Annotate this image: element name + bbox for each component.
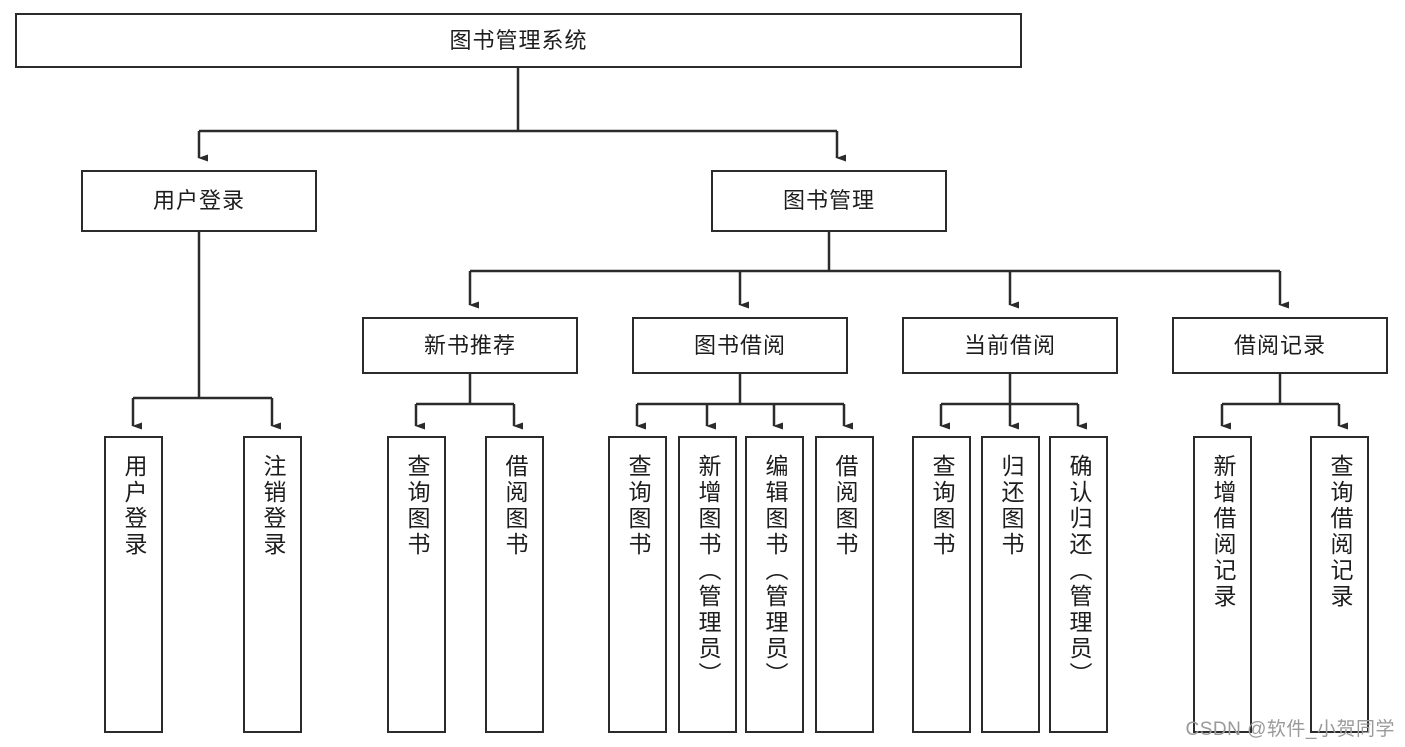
- node-book-manage[interactable]: 图书管理: [711, 170, 947, 232]
- node-new-book-recommend-label: 新书推荐: [423, 332, 516, 358]
- node-current-borrow-label: 当前借阅: [963, 332, 1056, 358]
- leaf-query-record-label: 查询借阅记录: [1327, 454, 1353, 610]
- node-root-system-label: 图书管理系统: [449, 27, 588, 53]
- leaf-add-record-label: 新增借阅记录: [1210, 454, 1236, 610]
- node-borrow-record[interactable]: 借阅记录: [1172, 317, 1388, 374]
- leaf-borrow-book-1-label: 借阅图书: [502, 454, 528, 558]
- leaf-user-login[interactable]: 用户登录: [104, 436, 163, 733]
- leaf-query-book-3[interactable]: 查询图书: [912, 436, 971, 733]
- leaf-return-book[interactable]: 归还图书: [981, 436, 1040, 733]
- node-borrow-record-label: 借阅记录: [1233, 332, 1326, 358]
- leaf-logout-login[interactable]: 注销登录: [243, 436, 302, 733]
- leaf-query-book-1-label: 查询图书: [404, 454, 430, 558]
- leaf-edit-book[interactable]: 编辑图书（管理员）: [745, 436, 804, 733]
- leaf-add-book[interactable]: 新增图书（管理员）: [678, 436, 737, 733]
- node-user-login[interactable]: 用户登录: [81, 170, 317, 232]
- node-book-borrow-label: 图书借阅: [693, 332, 786, 358]
- node-book-borrow[interactable]: 图书借阅: [632, 317, 848, 374]
- leaf-edit-book-label: 编辑图书（管理员）: [762, 454, 788, 688]
- leaf-query-book-2-label: 查询图书: [625, 454, 651, 558]
- leaf-query-record[interactable]: 查询借阅记录: [1310, 436, 1369, 733]
- leaf-query-book-2[interactable]: 查询图书: [608, 436, 667, 733]
- leaf-confirm-return[interactable]: 确认归还（管理员）: [1049, 436, 1108, 733]
- node-current-borrow[interactable]: 当前借阅: [902, 317, 1118, 374]
- node-root-system[interactable]: 图书管理系统: [15, 13, 1022, 68]
- leaf-borrow-book-2-label: 借阅图书: [832, 454, 858, 558]
- node-new-book-recommend[interactable]: 新书推荐: [362, 317, 578, 374]
- node-book-manage-label: 图书管理: [782, 188, 875, 214]
- leaf-query-book-1[interactable]: 查询图书: [387, 436, 446, 733]
- leaf-confirm-return-label: 确认归还（管理员）: [1066, 454, 1092, 688]
- leaf-query-book-3-label: 查询图书: [929, 454, 955, 558]
- leaf-borrow-book-1[interactable]: 借阅图书: [485, 436, 544, 733]
- leaf-add-record[interactable]: 新增借阅记录: [1193, 436, 1252, 733]
- leaf-return-book-label: 归还图书: [998, 454, 1024, 558]
- leaf-add-book-label: 新增图书（管理员）: [695, 454, 721, 688]
- node-user-login-label: 用户登录: [152, 188, 245, 214]
- leaf-user-login-label: 用户登录: [121, 454, 147, 558]
- leaf-logout-login-label: 注销登录: [260, 454, 286, 558]
- leaf-borrow-book-2[interactable]: 借阅图书: [815, 436, 874, 733]
